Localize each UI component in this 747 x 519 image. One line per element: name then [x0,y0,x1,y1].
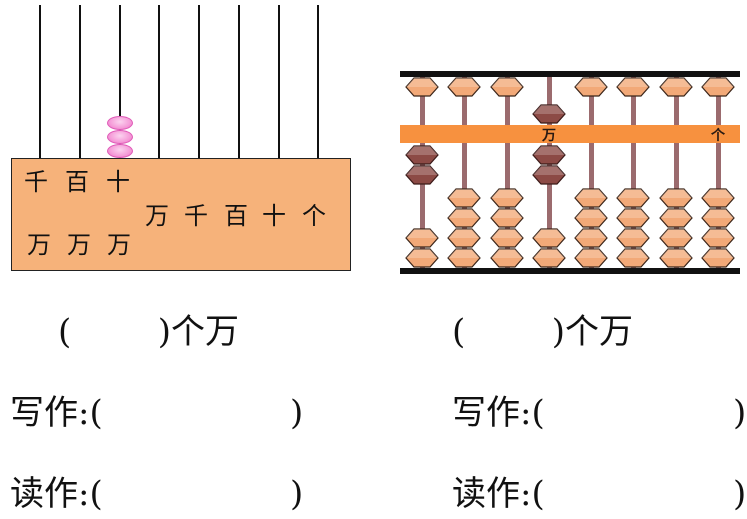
lower-bead [447,208,481,228]
rod-1 [39,5,41,159]
lower-bead-active [532,165,566,185]
label-bai: 百 [224,202,248,230]
rod [631,77,636,268]
lower-bead [616,248,650,268]
rod [674,77,679,268]
lower-bead [574,188,608,208]
rod-4 [158,5,160,159]
lower-bead [659,248,693,268]
rod-8 [317,5,319,159]
lower-bead [532,248,566,268]
rod [589,77,594,268]
top-frame-bar [400,71,740,77]
rod-5 [198,5,200,159]
lower-bead-active [405,145,439,165]
label-wan: 万 [107,231,131,259]
label-shi: 十 [262,202,286,230]
lower-bead [659,188,693,208]
upper-bead [616,77,650,97]
left-write-close: ) [290,393,304,433]
lower-bead [701,208,735,228]
lower-bead [616,208,650,228]
label-qian: 千 [184,202,208,230]
lower-bead-active [405,165,439,185]
right-write-label: 写作:( [452,393,545,433]
place-band [400,125,740,143]
upper-bead [574,77,608,97]
right-count-line: ( )个万 [452,312,633,352]
lower-bead [490,208,524,228]
lower-bead [616,228,650,248]
lower-bead [447,228,481,248]
label-bai: 百 [65,168,89,196]
left-write-label: 写作:( [10,393,103,433]
upper-bead-active [532,104,566,124]
label-wan: 万 [27,231,51,259]
rod [716,77,721,268]
upper-bead [447,77,481,97]
lower-bead [405,228,439,248]
lower-bead [574,228,608,248]
lower-bead [447,188,481,208]
lower-bead [701,248,735,268]
lower-bead [659,228,693,248]
left-read-label: 读作:( [10,474,103,514]
upper-bead [490,77,524,97]
lower-bead [701,228,735,248]
right-write-close: ) [733,393,747,433]
right-read-close: ) [733,474,747,514]
lower-bead [574,248,608,268]
lower-bead [659,208,693,228]
lower-bead [532,228,566,248]
right-read-label: 读作:( [452,474,545,514]
left-read-close: ) [290,474,304,514]
lower-bead [490,248,524,268]
place-value-box [11,158,351,271]
bottom-frame-bar [400,268,740,274]
lower-bead [490,228,524,248]
rod-7 [278,5,280,159]
rod-2 [79,5,81,159]
lower-bead [701,188,735,208]
bead [107,130,133,144]
rod-3 [119,5,121,159]
band-label-wan: 万 [542,128,556,144]
lower-bead [405,248,439,268]
bead [107,144,133,158]
lower-bead [490,188,524,208]
rod [462,77,467,268]
label-ge: 个 [302,202,326,230]
left-count-line: ( )个万 [58,312,239,352]
label-shi: 十 [106,168,130,196]
band-label-ge: 个 [711,128,725,144]
rod-6 [238,5,240,159]
upper-bead [701,77,735,97]
label-qian: 千 [24,168,48,196]
lower-bead [447,248,481,268]
bead [107,116,133,130]
label-wan: 万 [67,231,91,259]
upper-bead [405,77,439,97]
lower-bead-active [532,145,566,165]
lower-bead [616,188,650,208]
upper-bead [659,77,693,97]
label-wan: 万 [145,202,169,230]
lower-bead [574,208,608,228]
rod [505,77,510,268]
